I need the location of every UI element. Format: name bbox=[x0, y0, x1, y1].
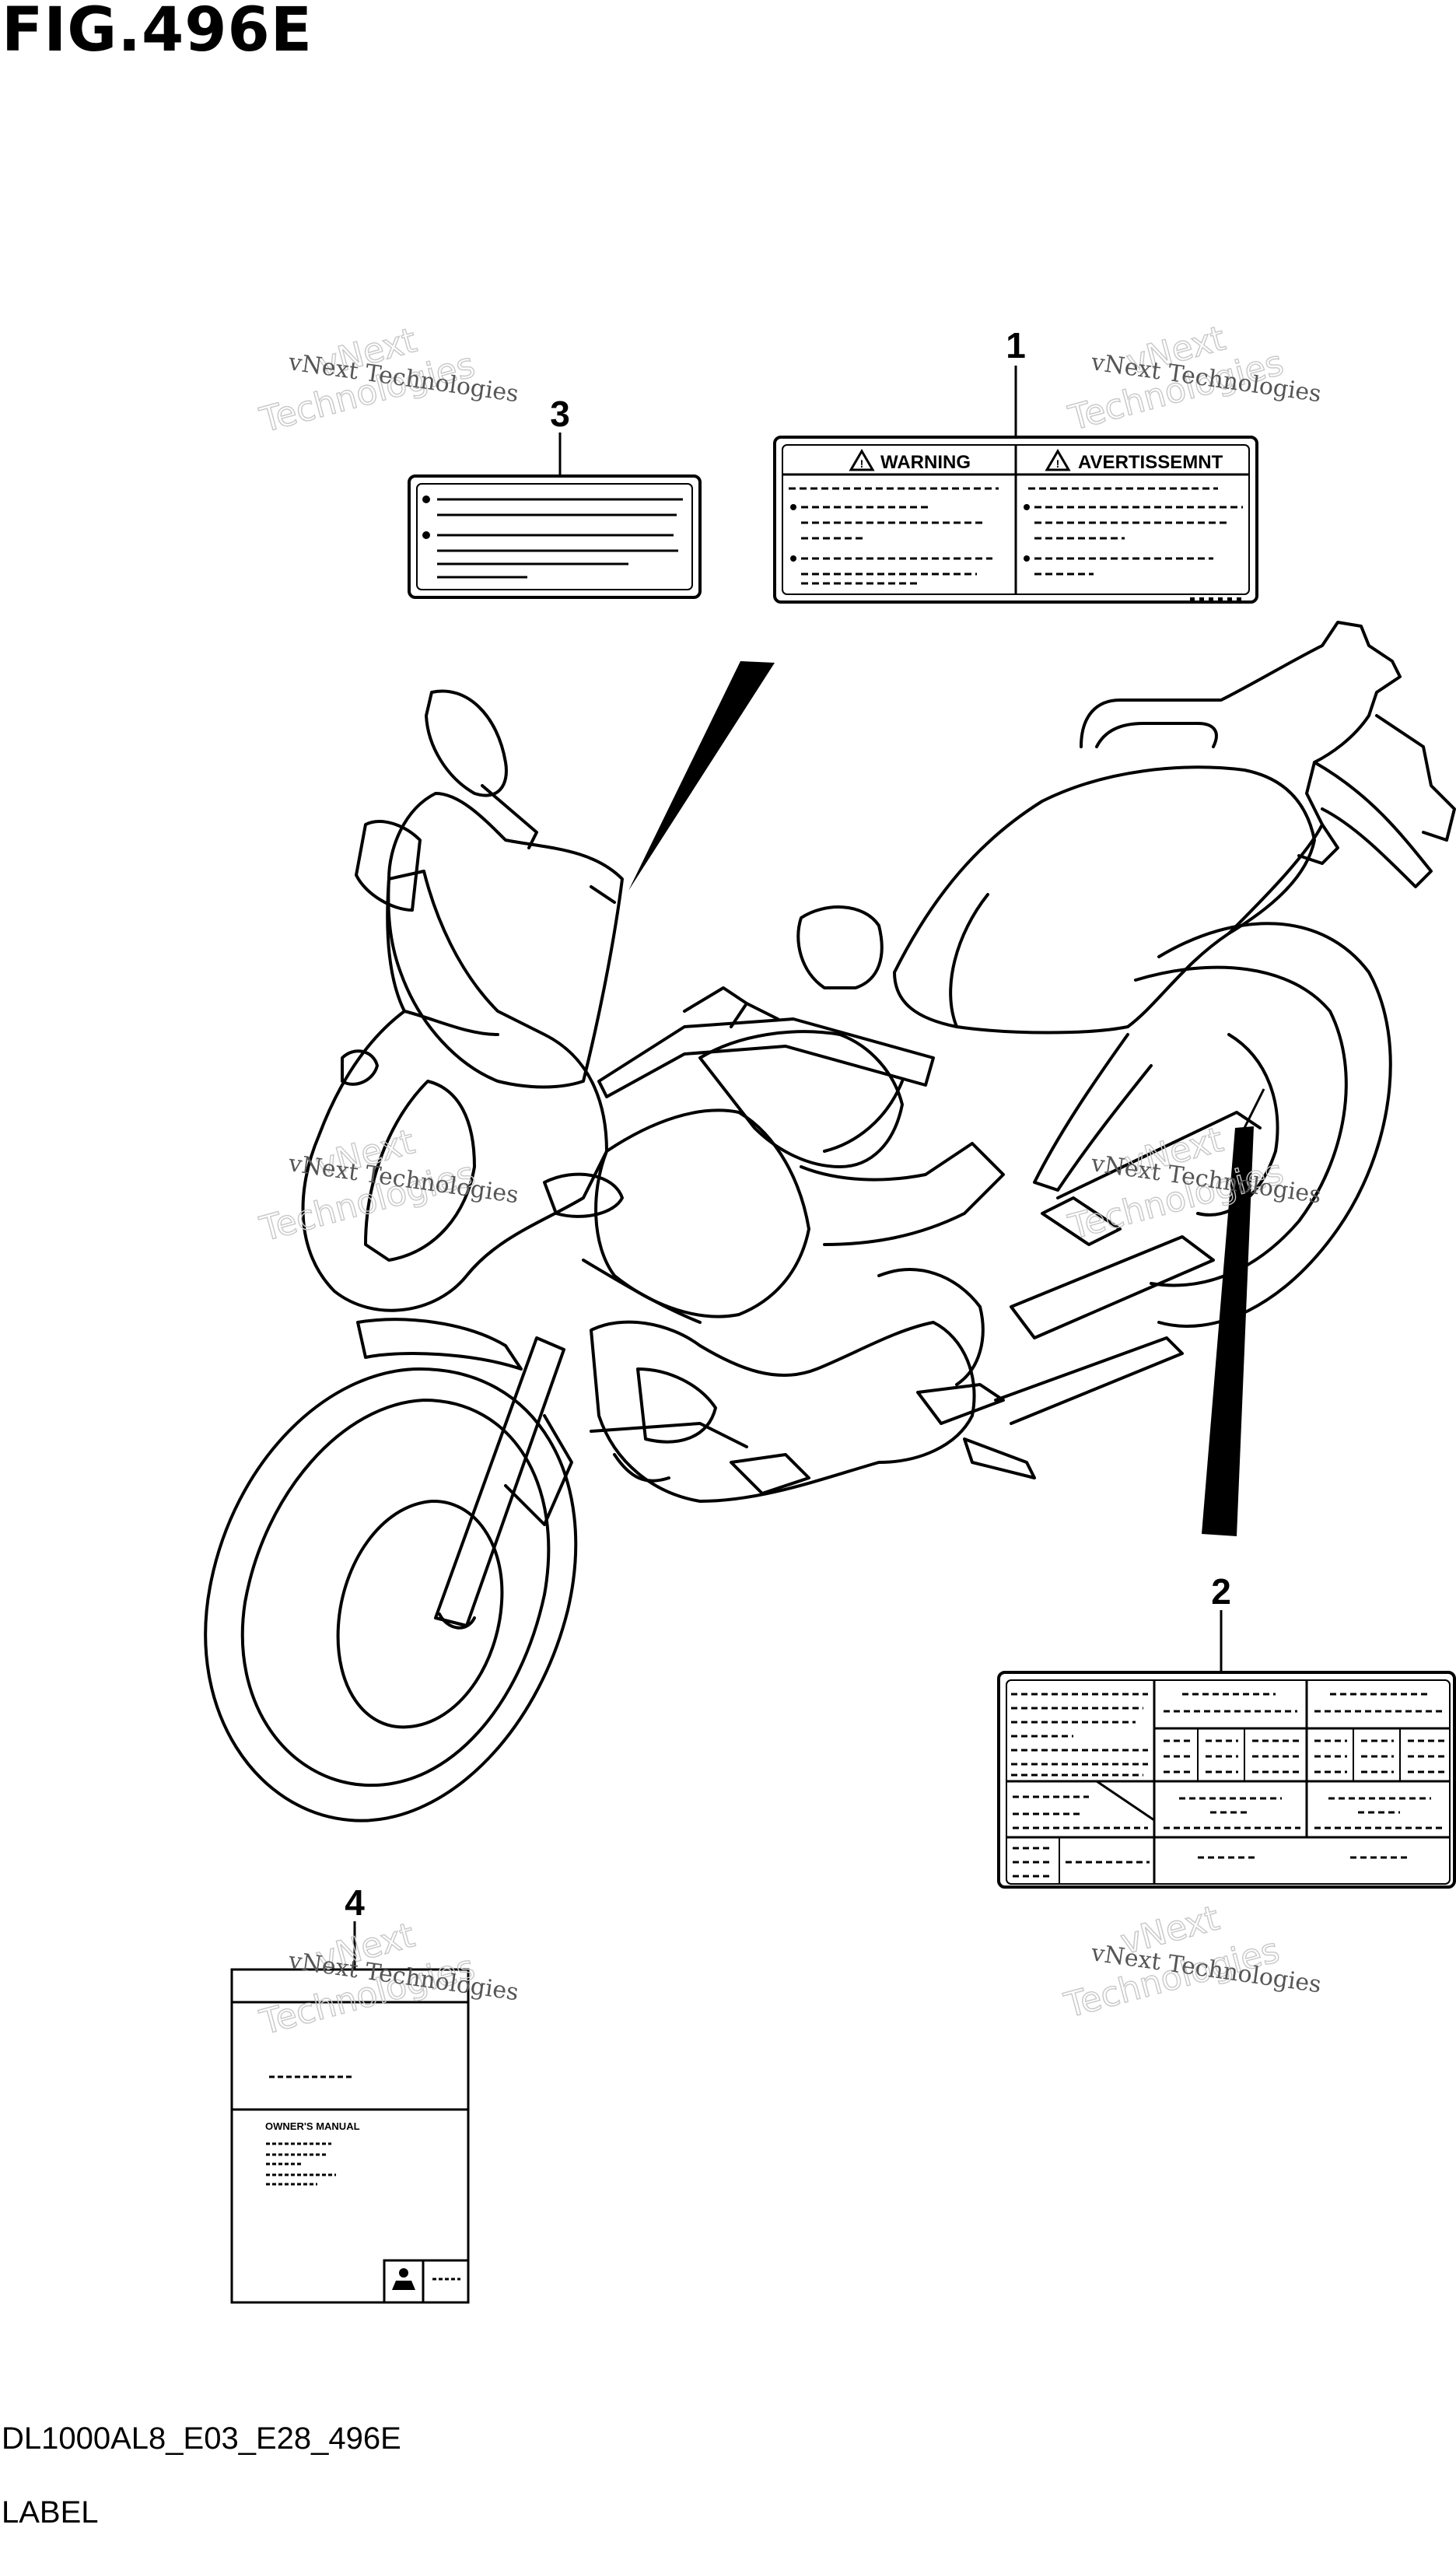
seat bbox=[893, 765, 1316, 1035]
front-fork bbox=[434, 1336, 565, 1627]
warning-triangle-icon bbox=[849, 449, 875, 471]
motorcycle-drawing bbox=[204, 621, 1456, 1822]
front-tire-inner bbox=[240, 1399, 551, 1787]
figure-code: DL1000AL8_E03_E28_496E bbox=[2, 2421, 401, 2456]
figure-name: LABEL bbox=[2, 2495, 99, 2530]
handlebar bbox=[597, 1017, 935, 1098]
side-panel bbox=[594, 1108, 810, 1318]
warning-triangle-icon bbox=[1045, 449, 1071, 471]
label-3-drawing bbox=[408, 474, 702, 599]
front-rim bbox=[336, 1499, 504, 1729]
swingarm bbox=[1010, 1235, 1215, 1339]
manual-reader-icon bbox=[399, 2268, 408, 2278]
windscreen bbox=[387, 792, 624, 1089]
fuel-tank bbox=[698, 1030, 904, 1168]
engine bbox=[590, 1320, 976, 1503]
left-mirror bbox=[425, 689, 508, 797]
svg-text:!: ! bbox=[1056, 457, 1060, 470]
callout-2: 2 bbox=[1211, 1571, 1231, 1612]
callout-3: 3 bbox=[550, 394, 570, 434]
callout-1: 1 bbox=[1006, 325, 1026, 366]
rear-subframe bbox=[1033, 1033, 1153, 1192]
front-fender bbox=[356, 1318, 523, 1371]
label-4-drawing bbox=[230, 1968, 470, 2304]
svg-text:!: ! bbox=[860, 457, 864, 470]
label-1-warning-header: WARNING bbox=[880, 452, 971, 473]
label-2-drawing bbox=[997, 1671, 1456, 1889]
front-tire bbox=[204, 1367, 578, 1822]
figure-title: FIG.496E bbox=[2, 0, 313, 65]
label2-leader-tip bbox=[1243, 1088, 1265, 1129]
rear-rack bbox=[1080, 621, 1402, 865]
label-4-manual-text: OWNER'S MANUAL bbox=[265, 2120, 360, 2132]
label2-leader bbox=[1202, 1126, 1254, 1536]
label-1-avertissement-header: AVERTISSEMNT bbox=[1078, 452, 1223, 473]
right-mirror bbox=[796, 905, 884, 989]
label3-leader bbox=[628, 661, 775, 891]
front-fairing bbox=[301, 870, 608, 1312]
callout-4: 4 bbox=[345, 1882, 365, 1923]
rear-tire bbox=[1157, 922, 1392, 1328]
label-1-drawing: ! WARNING ! AVERTISSEMNT bbox=[773, 436, 1258, 604]
